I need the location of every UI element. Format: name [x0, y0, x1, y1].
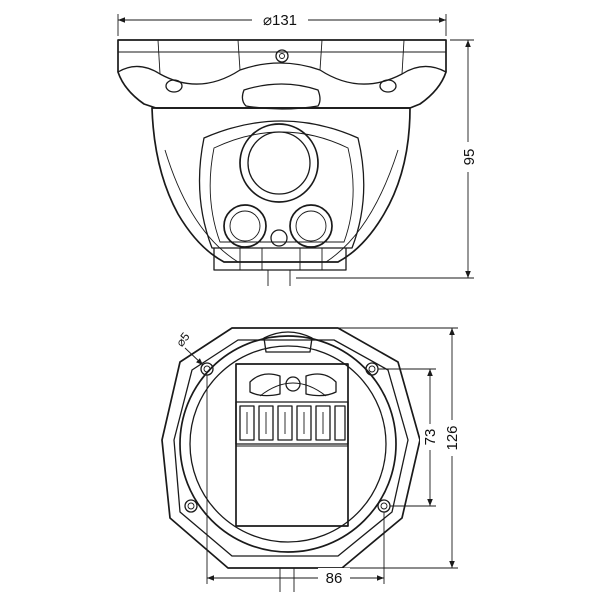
mount-hole-icon: [377, 499, 391, 513]
dimension-label: ⌀131: [263, 12, 297, 29]
dimension-width-top: ⌀131: [117, 10, 447, 36]
main-lens-icon: [239, 123, 319, 203]
dimension-label: 95: [461, 149, 478, 166]
screw-icon: [275, 49, 289, 63]
terminal-block: [235, 401, 349, 445]
dimension-base-width: 86: [206, 375, 385, 587]
dimension-height-top: 95: [296, 39, 478, 279]
dome-housing: [151, 107, 411, 263]
mount-hole-icon: [365, 362, 379, 376]
dimension-inner-height: 73: [378, 368, 440, 507]
dimension-label: 73: [422, 429, 439, 446]
dimension-label: 126: [444, 425, 461, 450]
ir-lens-left-icon: [223, 204, 267, 248]
inner-plate: [235, 363, 349, 527]
mount-hole-icon: [184, 499, 198, 513]
base-ring: [179, 335, 397, 553]
dimension-outer-height: 126: [338, 327, 462, 569]
dimension-label: 86: [326, 570, 343, 587]
sensor-icon: [270, 229, 288, 247]
camera-side-view: [117, 39, 447, 286]
dimension-hole: ⌀5: [173, 329, 204, 366]
camera-base-view: [161, 327, 421, 592]
ir-lens-right-icon: [289, 204, 333, 248]
dimension-label: ⌀5: [173, 329, 193, 349]
